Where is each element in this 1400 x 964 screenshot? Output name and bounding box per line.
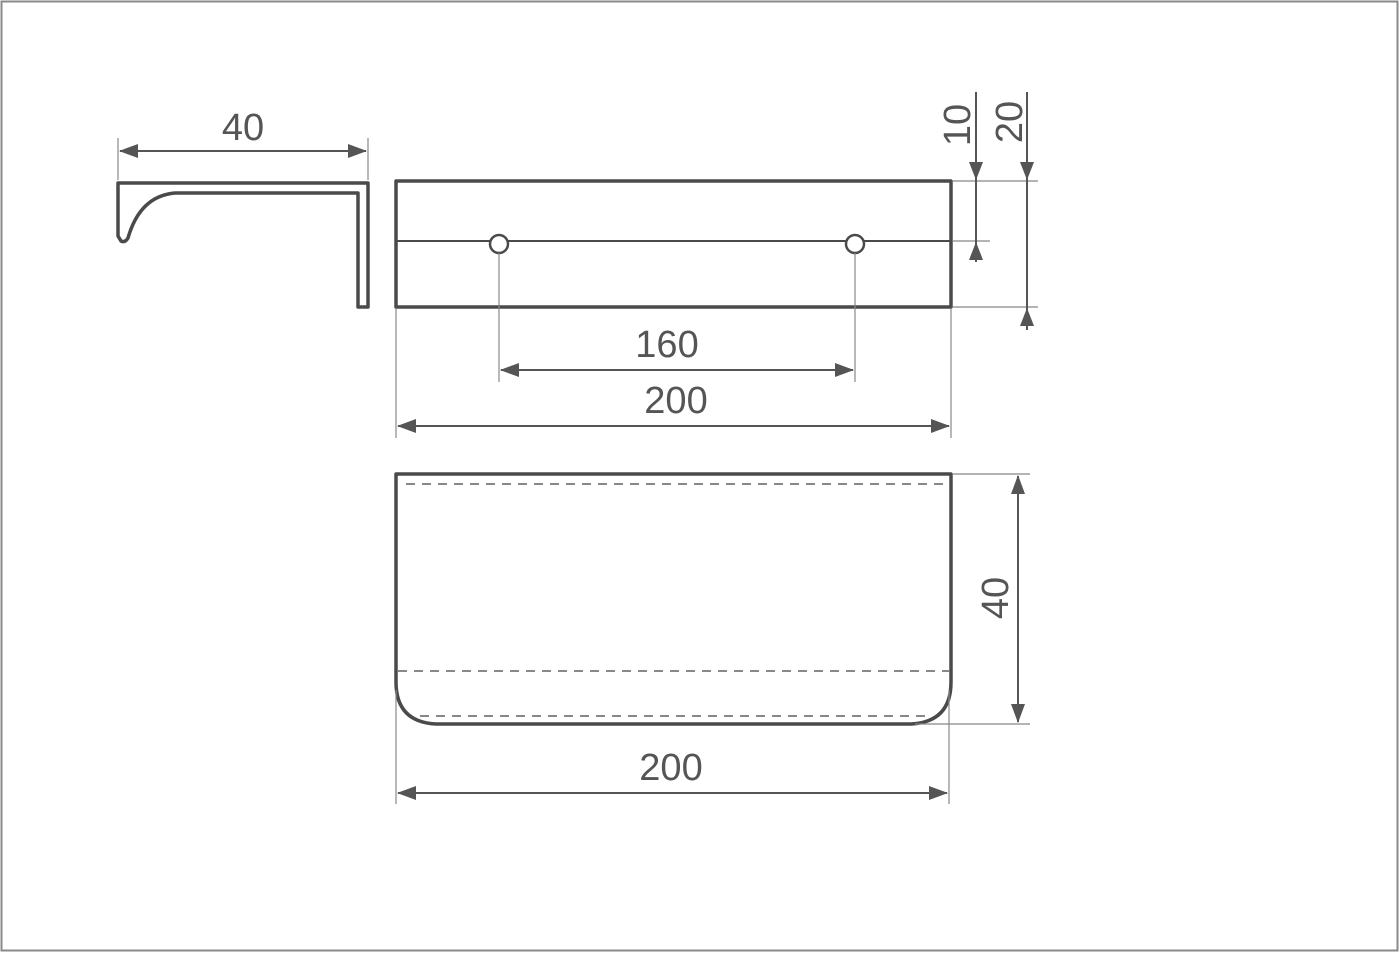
- front-length-arrow-right: [929, 786, 948, 800]
- front-length-label: 200: [639, 747, 702, 789]
- side-profile-view: 40: [116, 107, 370, 309]
- side-dim-arrow-left: [119, 144, 138, 158]
- front-view-outline: [394, 472, 953, 726]
- side-width-label: 40: [222, 107, 264, 149]
- hole-spacing-arrow-right: [835, 363, 854, 377]
- mounting-hole-left: [488, 233, 510, 255]
- side-dim-arrow-right: [348, 144, 367, 158]
- top-length-arrow-left: [397, 419, 416, 433]
- offset-small-label: 10: [937, 104, 979, 146]
- top-length-label: 200: [644, 380, 707, 422]
- mounting-hole-right: [844, 233, 866, 255]
- offset-large-arrow-bottom: [1020, 308, 1034, 326]
- top-view-outline: [394, 179, 953, 309]
- offset-large-arrow-top: [1020, 162, 1034, 180]
- offset-large-label: 20: [989, 101, 1031, 143]
- front-length-arrow-left: [397, 786, 416, 800]
- hole-spacing-arrow-left: [500, 363, 519, 377]
- front-height-label: 40: [975, 577, 1017, 619]
- top-length-arrow-right: [931, 419, 950, 433]
- front-height-arrow-bottom: [1011, 704, 1025, 723]
- offset-small-arrow-top: [969, 162, 983, 180]
- hole-spacing-label: 160: [635, 324, 698, 366]
- front-view: 40 200: [394, 472, 1030, 804]
- front-height-arrow-top: [1011, 475, 1025, 494]
- top-view: 160 200 10 20: [394, 92, 1038, 438]
- side-profile-outline: [116, 181, 370, 309]
- offset-small-arrow-bottom: [969, 242, 983, 260]
